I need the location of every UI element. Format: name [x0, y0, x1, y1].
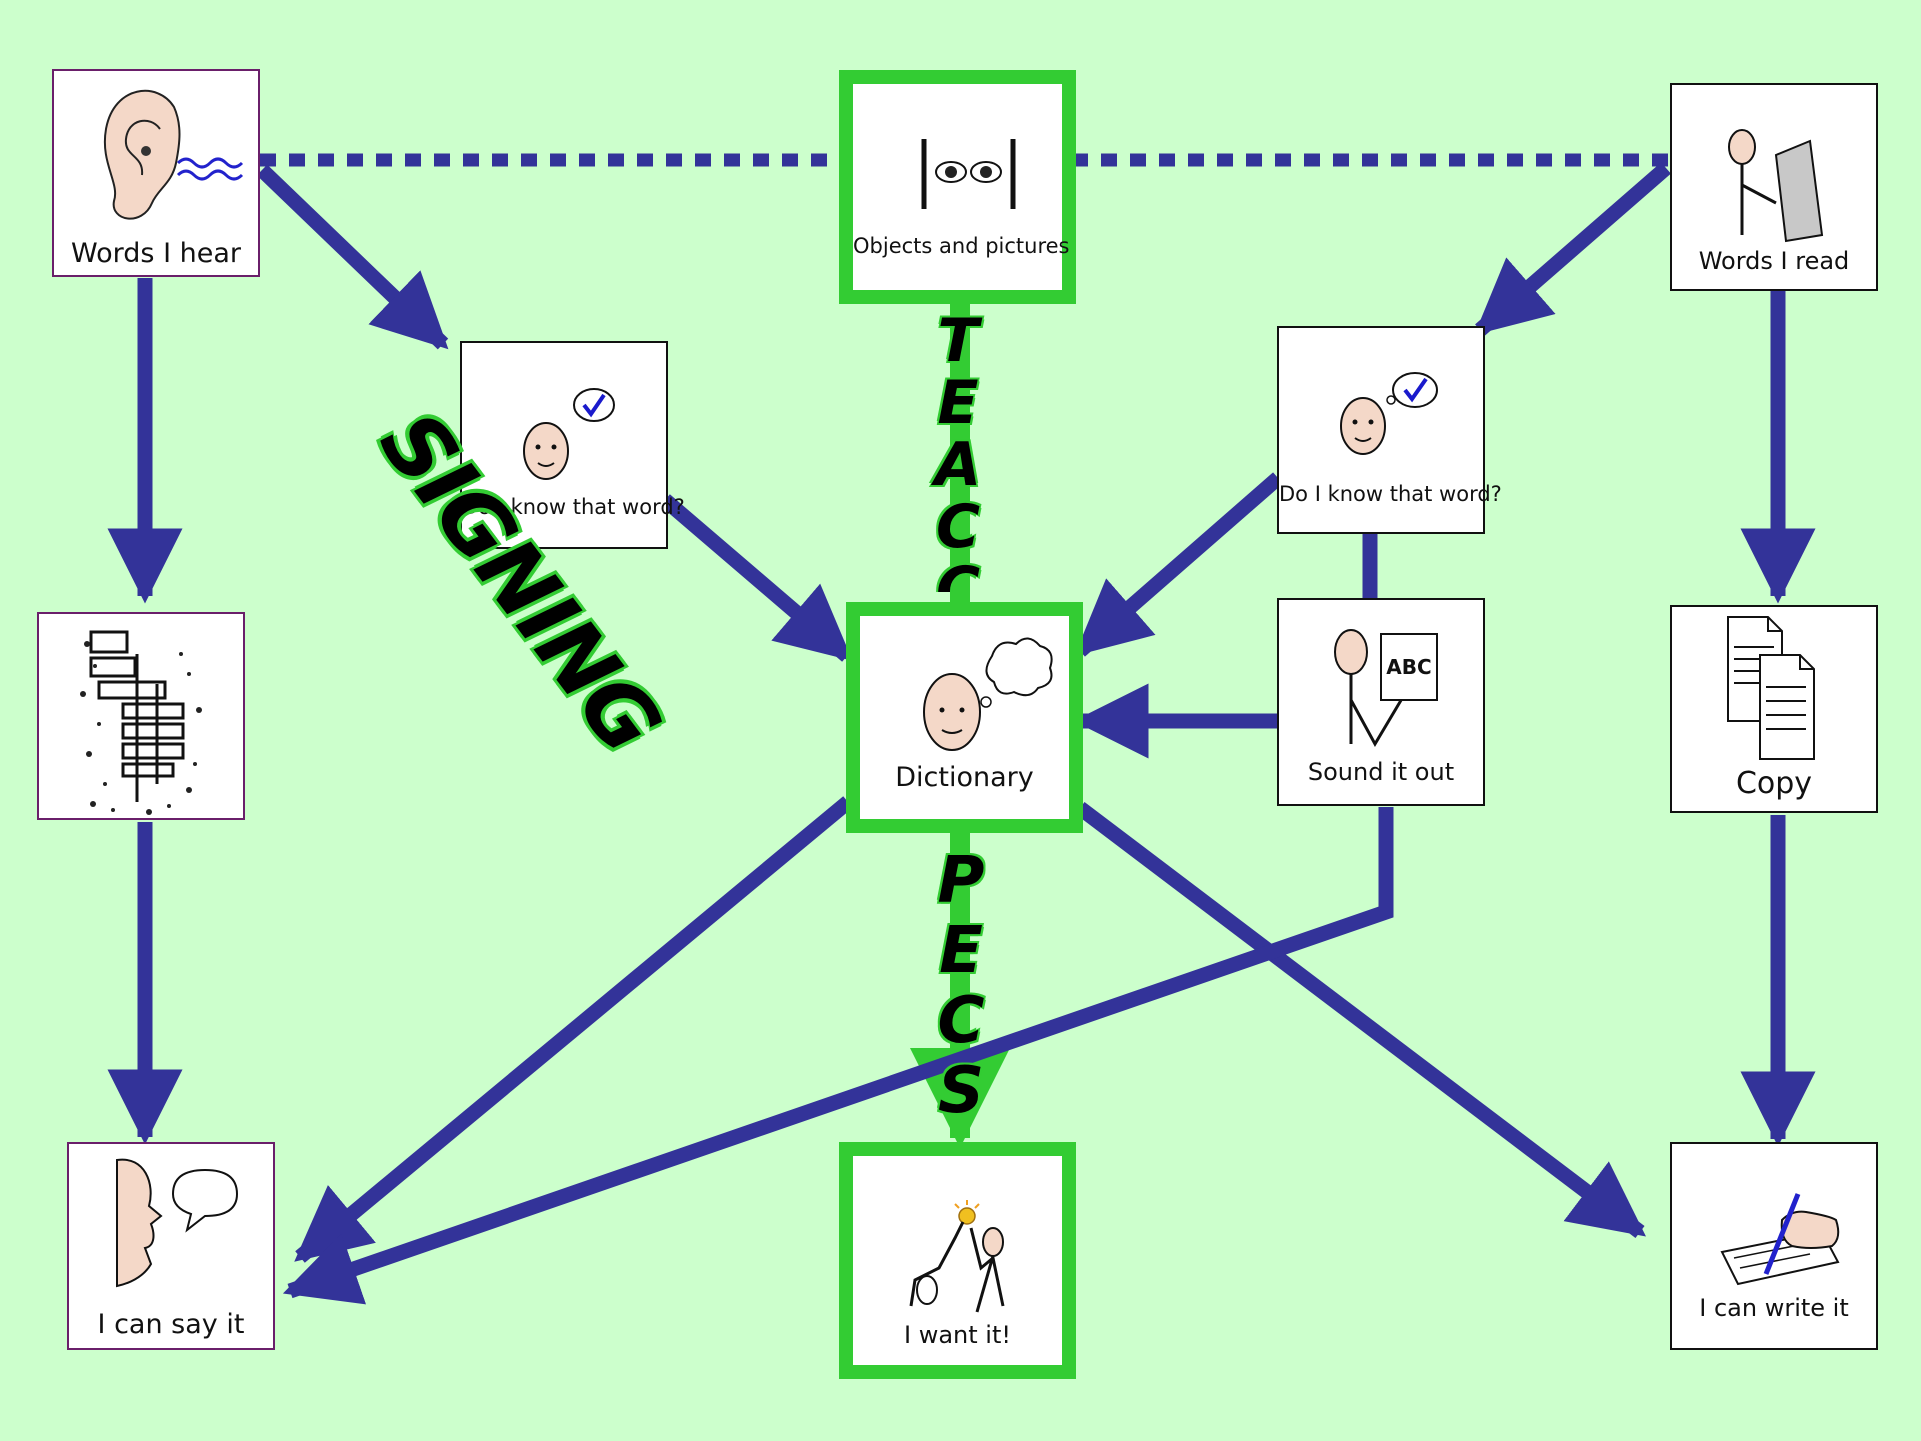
- node-label: Words I read: [1698, 247, 1850, 275]
- node-label: I can say it: [97, 1309, 245, 1340]
- node-label: Do I know that word?: [1279, 482, 1502, 506]
- node-objects-and-pictures: Objects and pictures: [839, 70, 1076, 304]
- node-do-i-know-left: Do I know that word?: [460, 341, 685, 549]
- signing-hands-icon: [80, 630, 202, 815]
- arrow-doiknow-to-dictionary: [660, 494, 853, 662]
- arrow-read-to-doiknow: [1474, 162, 1671, 336]
- node-label: Sound it out: [1307, 758, 1455, 786]
- node-label: I can write it: [1699, 1294, 1849, 1322]
- person-reading-icon: [1728, 129, 1824, 243]
- thinking-face-icon: [1340, 372, 1438, 455]
- documents-icon: [1727, 616, 1815, 760]
- overlay-teacch: TEACCH: [934, 310, 982, 592]
- writing-hand-icon: [1720, 1193, 1840, 1286]
- node-copy: Copy: [1670, 605, 1878, 813]
- node-sign-symbol: [37, 612, 245, 820]
- arrow-soundout-to-say: [282, 807, 1394, 1305]
- node-sound-it-out: ABC Sound it out: [1277, 598, 1485, 806]
- looking-eyes-icon: [921, 139, 1016, 209]
- reaching-figures-icon: [909, 1200, 1005, 1313]
- thinking-face-icon: [523, 388, 615, 480]
- svg-text:ABC: ABC: [1386, 655, 1431, 679]
- arrow-dictionary-to-say: [294, 796, 853, 1263]
- node-i-can-write-it: I can write it: [1670, 1142, 1878, 1350]
- node-i-can-say-it: I can say it: [67, 1142, 275, 1350]
- node-words-i-hear: Words I hear: [52, 69, 260, 277]
- node-i-want-it: I want it!: [839, 1142, 1076, 1379]
- abc-board-icon: ABC: [1334, 629, 1438, 748]
- arrow-hear-to-doiknow: [256, 164, 449, 350]
- node-dictionary: Dictionary: [846, 602, 1083, 833]
- speaking-face-icon: [116, 1158, 239, 1288]
- arrow-dictionary-to-write: [1075, 802, 1646, 1238]
- thought-bubble-face-icon: [923, 637, 1053, 751]
- node-do-i-know-right: Do I know that word?: [1277, 326, 1502, 534]
- overlay-pecs: PECS: [937, 844, 985, 1128]
- arrow-doiknow-right-to-dictionary: [1074, 472, 1283, 657]
- node-label: Dictionary: [895, 762, 1034, 793]
- node-label: Words I hear: [71, 238, 241, 269]
- node-label: I want it!: [904, 1321, 1011, 1349]
- node-label: Objects and pictures: [853, 234, 1070, 258]
- node-words-i-read: Words I read: [1670, 83, 1878, 291]
- node-label: Copy: [1735, 766, 1813, 801]
- ear-icon: [103, 90, 244, 220]
- node-label: Do I know that word?: [462, 495, 685, 519]
